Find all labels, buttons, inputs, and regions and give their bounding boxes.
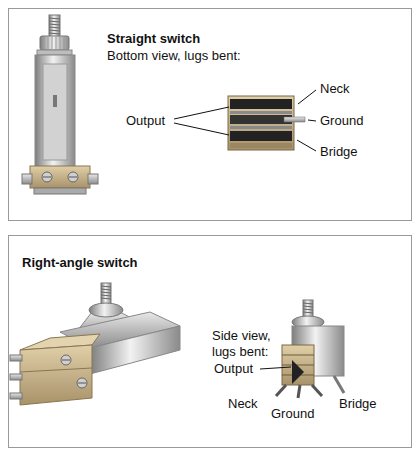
side-view-photo-part <box>303 303 313 313</box>
straight-switch-photo-part <box>40 36 69 50</box>
straight-switch-photo-part-part <box>49 27 60 28</box>
right-angle-switch-photo-part <box>20 368 92 372</box>
straight-switch-photo-part <box>49 18 60 34</box>
side-view-photo-part <box>334 376 344 393</box>
leader-line-part <box>297 140 316 151</box>
straight-switch-photo-part <box>30 166 90 188</box>
side-view-photo-part-part <box>303 306 313 307</box>
part-label: Ground <box>320 113 363 129</box>
straight-switch-photo-part <box>43 177 51 178</box>
straight-switch-photo-part <box>49 15 60 38</box>
right-angle-switch-photo-part <box>20 345 92 405</box>
leader-line <box>174 90 316 151</box>
straight-switch-photo-part-part <box>64 37 65 49</box>
panel-frame: Right-angle switchSide view, lugs bent: <box>8 235 412 448</box>
leader-line-part <box>174 123 229 135</box>
right-angle-switch-photo-part <box>89 303 123 317</box>
part-label: Neck <box>320 81 350 97</box>
bottom-view-photo-part <box>284 117 305 122</box>
straight-switch-photo-part <box>43 64 67 160</box>
side-view-photo-part <box>298 385 300 398</box>
part-label: Output <box>214 361 253 377</box>
side-view-photo-part <box>282 345 314 385</box>
straight-switch-photo-part <box>44 37 64 49</box>
right-angle-switch-photo-part <box>10 355 22 361</box>
right-angle-switch-photo-part <box>62 360 70 361</box>
right-angle-switch-photo-part <box>101 286 111 299</box>
side-view-photo-part <box>312 385 322 396</box>
panel-subtitle: Side view, lugs bent: <box>212 328 296 360</box>
leader-line-part <box>308 120 316 121</box>
straight-switch-photo-part-part <box>49 18 60 19</box>
side-view-photo-part-part <box>303 312 313 313</box>
straight-switch-photo-part-part <box>48 37 49 49</box>
panel-title: Straight switch <box>107 31 200 47</box>
bottom-view-photo-part <box>230 115 292 124</box>
straight-switch-photo-part <box>42 172 52 182</box>
right-angle-switch-photo-part <box>78 383 86 384</box>
right-angle-switch-photo-part-part <box>101 295 111 296</box>
straight-switch-photo-part <box>34 188 86 194</box>
part-label: Neck <box>228 396 258 412</box>
straight-switch-photo-part-part <box>44 37 45 49</box>
leader-line-part <box>298 90 316 104</box>
straight-switch-photo-part-part <box>60 37 61 49</box>
bottom-view-photo <box>228 96 305 150</box>
panel-subtitle: Bottom view, lugs bent: <box>107 48 241 64</box>
part-label: Bridge <box>339 396 377 412</box>
straight-switch-photo-part-part <box>49 21 60 22</box>
right-angle-switch-photo-part <box>90 326 180 374</box>
straight-switch-photo-part-part <box>49 30 60 31</box>
leader-line <box>260 367 291 369</box>
bottom-view-photo-part <box>230 126 292 129</box>
side-view-photo-part <box>292 360 304 384</box>
side-view-photo-part-part <box>303 303 313 304</box>
leader-line-part <box>260 367 291 369</box>
straight-switch-photo-part <box>53 95 57 107</box>
straight-switch-photo <box>22 15 98 194</box>
leader-line-part <box>174 107 229 119</box>
bottom-view-photo-part <box>230 99 292 109</box>
straight-switch-photo-part <box>68 172 78 182</box>
right-angle-switch-photo-part <box>77 378 87 388</box>
right-angle-switch-photo-part <box>61 355 71 365</box>
bottom-view-photo-part <box>230 143 292 148</box>
right-angle-switch-photo-part-part <box>101 298 111 299</box>
right-angle-switch-photo-part-part <box>101 292 111 293</box>
right-angle-switch-photo-part <box>10 393 22 399</box>
right-angle-switch-photo-part <box>101 283 111 305</box>
right-angle-switch-photo-part <box>10 374 22 380</box>
panel-title: Right-angle switch <box>22 255 138 271</box>
straight-switch-photo-part <box>69 177 77 178</box>
bottom-view-photo-part <box>230 131 292 141</box>
right-angle-switch-photo <box>10 283 180 405</box>
bottom-view-photo-part <box>228 96 294 150</box>
straight-switch-photo-part-part <box>52 37 53 49</box>
straight-switch-photo-part-part <box>56 37 57 49</box>
side-view-photo <box>276 300 344 398</box>
straight-switch-photo-part-part <box>49 24 60 25</box>
bottom-view-photo-part <box>230 111 292 114</box>
part-label: Bridge <box>320 144 358 160</box>
straight-switch-photo-part <box>37 50 72 55</box>
straight-switch-photo-part <box>88 174 98 184</box>
side-view-photo-part <box>276 385 286 396</box>
right-angle-switch-photo-part-part <box>101 286 111 287</box>
side-view-photo-part-part <box>303 309 313 310</box>
part-label: Output <box>126 113 165 129</box>
straight-switch-photo-part <box>22 174 32 184</box>
side-view-photo-part <box>282 355 314 356</box>
straight-switch-photo-part-part <box>49 33 60 34</box>
side-view-photo-part <box>282 365 314 366</box>
right-angle-switch-photo-part-part <box>101 289 111 290</box>
straight-switch-photo-part <box>35 55 75 168</box>
part-label: Ground <box>271 406 314 422</box>
